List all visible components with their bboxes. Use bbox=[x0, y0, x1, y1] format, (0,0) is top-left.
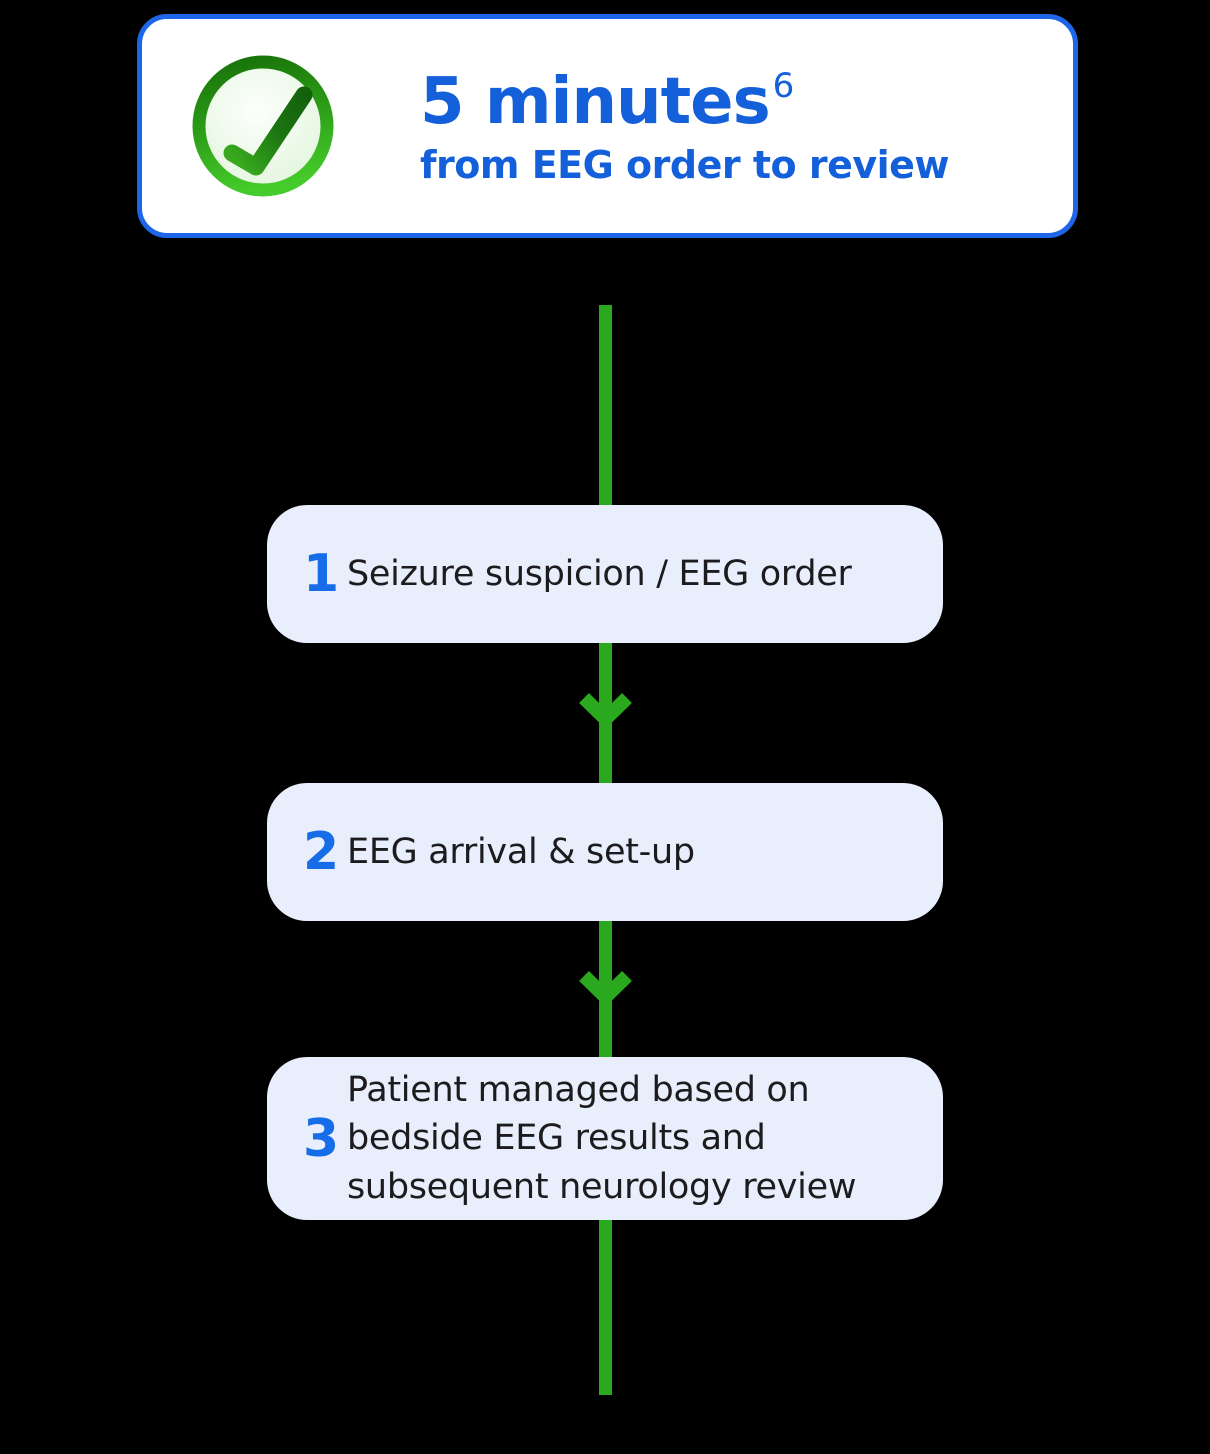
badge-headline-footnote: 6 bbox=[772, 65, 795, 106]
arrow-down-icon bbox=[579, 970, 632, 1007]
step-number: 3 bbox=[303, 1108, 340, 1169]
step-number: 1 bbox=[303, 544, 340, 604]
step-label: Patient managed based on bedside EEG res… bbox=[347, 1070, 857, 1207]
arrow-down-icon bbox=[579, 692, 632, 729]
badge-headline: 5 minutes6 bbox=[420, 69, 949, 135]
flow-step-1: 1 Seizure suspicion / EEG order bbox=[267, 505, 943, 643]
flow-step-3: 3 Patient managed based on bedside EEG r… bbox=[267, 1057, 943, 1220]
step-number: 2 bbox=[303, 822, 340, 882]
check-circle-icon bbox=[192, 55, 334, 197]
summary-badge-card: 5 minutes6 from EEG order to review bbox=[137, 14, 1078, 238]
step-label: Seizure suspicion / EEG order bbox=[347, 553, 852, 594]
step-label: EEG arrival & set-up bbox=[347, 831, 695, 872]
flow-step-2: 2 EEG arrival & set-up bbox=[267, 783, 943, 921]
badge-text-block: 5 minutes6 from EEG order to review bbox=[420, 65, 950, 188]
badge-subheadline: from EEG order to review bbox=[420, 143, 950, 188]
badge-headline-text: 5 minutes bbox=[420, 64, 771, 139]
